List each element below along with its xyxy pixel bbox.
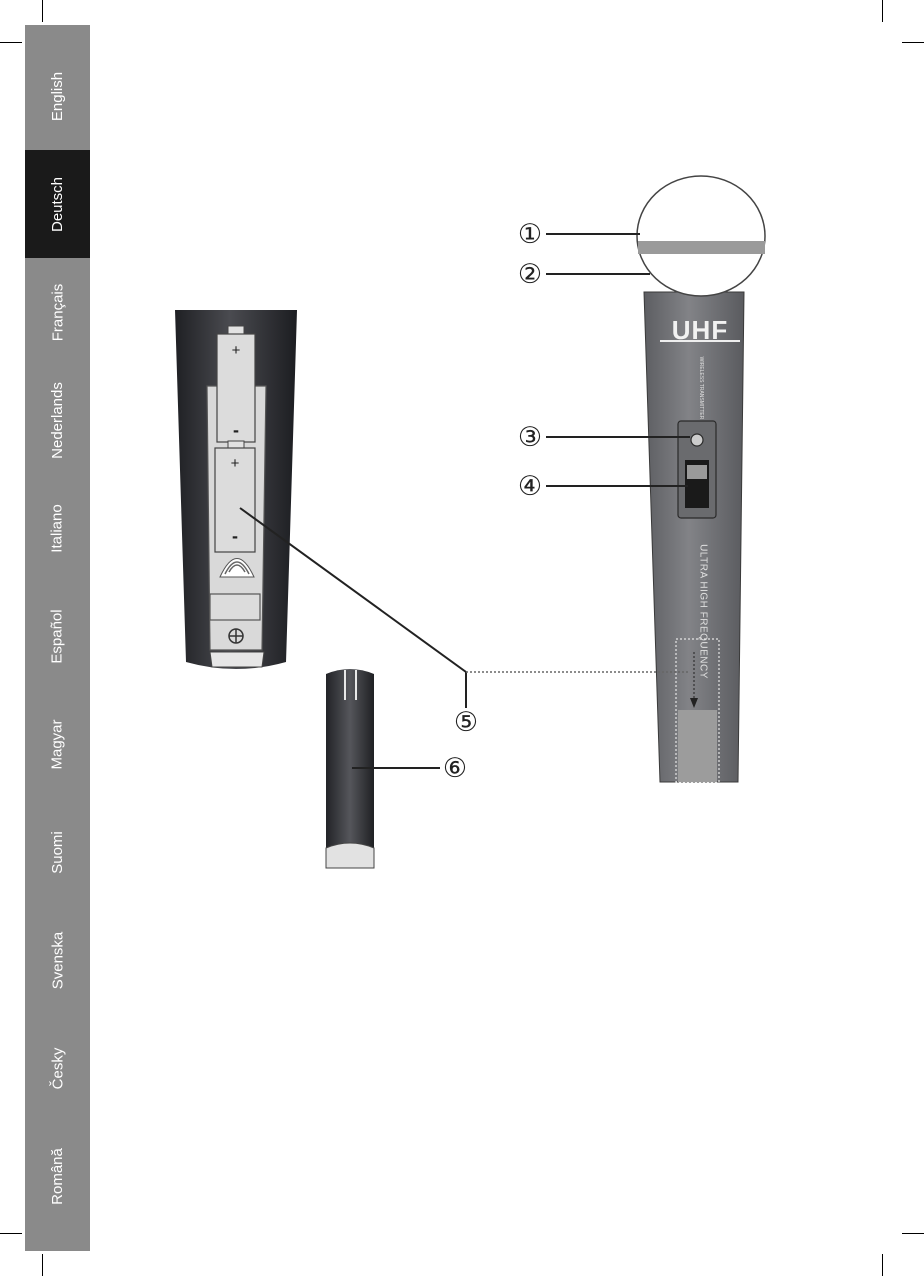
battery-minus-bottom: - — [227, 526, 243, 547]
mic-side-text: ULTRA HIGH FREQUENCY — [698, 532, 709, 692]
mic-grille-ring — [638, 241, 765, 254]
battery-compartment-view — [175, 310, 297, 669]
mic-small-text: WIRELESS TRANSMITTER — [698, 338, 704, 438]
battery-plus-top: + — [228, 342, 244, 359]
callout-5: ⑤ — [451, 707, 481, 737]
mic-handle — [644, 292, 744, 782]
callout-3: ③ — [515, 422, 545, 452]
handle-base-cap — [210, 652, 264, 667]
screw-icon — [229, 629, 243, 643]
battery-minus-top: - — [228, 420, 244, 441]
callout-4: ④ — [515, 471, 545, 501]
battery-plus-bottom: + — [227, 455, 243, 472]
bay-slot — [210, 594, 260, 620]
battery-cover-slot — [678, 710, 717, 782]
callout-6: ⑥ — [440, 753, 470, 783]
mic-grille — [637, 176, 765, 296]
callout-1: ① — [515, 219, 545, 249]
leader-lines — [240, 234, 690, 768]
callout-2: ② — [515, 259, 545, 289]
